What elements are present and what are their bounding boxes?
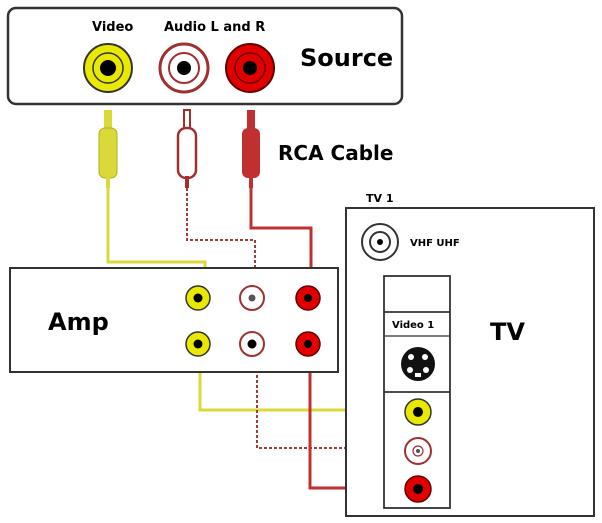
- tv-audio-left-in-jack: [404, 437, 432, 465]
- source-audio-label: Audio L and R: [164, 20, 265, 35]
- amp-device: Amp: [9, 267, 339, 373]
- audio-right-plug: [242, 110, 260, 188]
- tv-panel-label: TV 1: [366, 192, 394, 205]
- source-audio-left-jack: [158, 42, 210, 94]
- antenna-label: VHF UHF: [410, 238, 460, 249]
- amp-audio-right-out-jack: [295, 331, 321, 357]
- antenna-connector: [361, 223, 399, 261]
- audio-right-wire-in: [249, 188, 313, 290]
- audio-left-plug: [176, 109, 198, 188]
- amp-title: Amp: [48, 308, 109, 336]
- video-input-label: Video 1: [392, 320, 434, 331]
- source-video-label: Video: [92, 20, 133, 35]
- s-video-connector: [401, 347, 435, 381]
- tv-device: TV 1 VHF UHF TV Video 1: [345, 192, 595, 517]
- audio-left-wire-in: [186, 188, 256, 290]
- source-device: Video Audio L and R Source: [6, 6, 404, 106]
- source-video-jack: [83, 43, 133, 93]
- amp-audio-left-in-jack: [239, 285, 265, 311]
- tv-audio-right-in-jack: [404, 475, 432, 503]
- amp-box: [9, 267, 339, 373]
- rca-cable-label: RCA Cable: [278, 141, 393, 165]
- video-plug: [98, 110, 118, 188]
- amp-video-out-jack: [185, 331, 211, 357]
- source-audio-right-jack: [225, 43, 275, 93]
- amp-video-in-jack: [185, 285, 211, 311]
- amp-audio-right-in-jack: [295, 285, 321, 311]
- tv-title: TV: [490, 318, 525, 346]
- tv-video-in-jack: [404, 398, 432, 426]
- amp-audio-left-out-jack: [239, 331, 265, 357]
- rca-cable: RCA Cable: [98, 109, 393, 188]
- source-title: Source: [300, 44, 393, 72]
